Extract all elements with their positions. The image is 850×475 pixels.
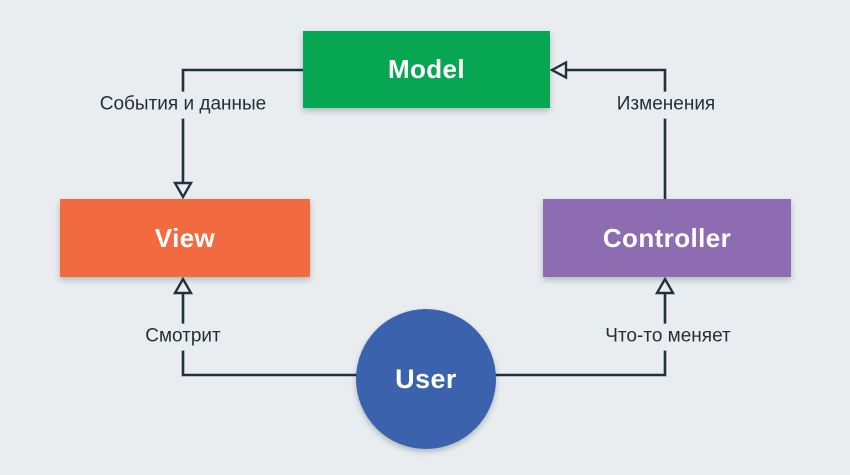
node-model: Model: [303, 31, 550, 108]
arrowhead-up-into-view-icon: [172, 276, 194, 295]
node-user: User: [356, 309, 496, 449]
edge-line-user-to-view: [181, 293, 426, 377]
edge-label-changes-something: Что-то меняет: [598, 323, 738, 351]
edge-line-controller-to-model: [566, 68, 667, 199]
node-controller: Controller: [543, 199, 791, 277]
edge-label-events-and-data: События и данные: [92, 91, 274, 119]
arrowhead-up-into-controller-icon: [654, 276, 676, 295]
edge-line-user-to-controller: [426, 293, 667, 377]
node-view: View: [60, 199, 310, 277]
edge-label-changes: Изменения: [609, 91, 723, 119]
edge-line-model-to-view: [181, 68, 303, 183]
edge-label-watches: Смотрит: [138, 323, 228, 351]
arrowhead-left-into-model-icon: [549, 60, 568, 80]
arrowhead-down-into-view-icon: [172, 181, 194, 200]
